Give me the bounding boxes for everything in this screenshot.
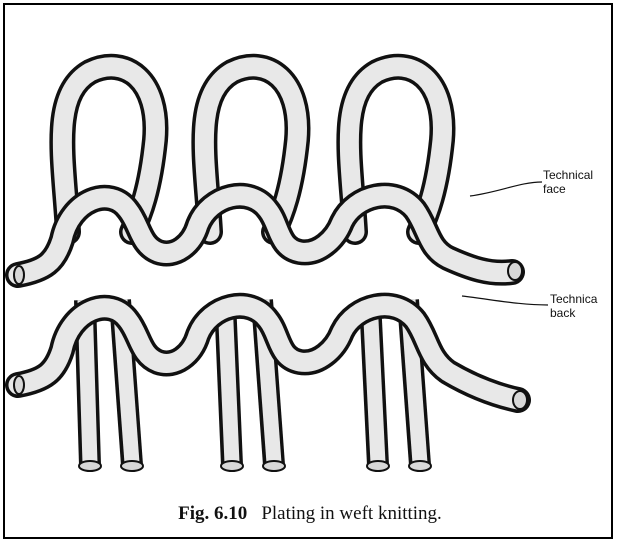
technical-back-line1: Technica [550,292,597,306]
leader-technical-back [462,296,548,305]
technical-face-line1: Technical [543,168,593,182]
figure-number: Fig. 6.10 [178,503,247,524]
leader-technical-face [470,182,542,196]
technical-back-label: Technica back [550,292,597,320]
technical-face-label: Technical face [543,168,593,196]
figure-caption-text: Plating in weft knitting. [261,503,442,524]
technical-back-line2: back [550,306,597,320]
figure-caption: Fig. 6.10 Plating in weft knitting. [0,503,620,525]
leader-lines [462,182,548,305]
technical-face-line2: face [543,182,593,196]
